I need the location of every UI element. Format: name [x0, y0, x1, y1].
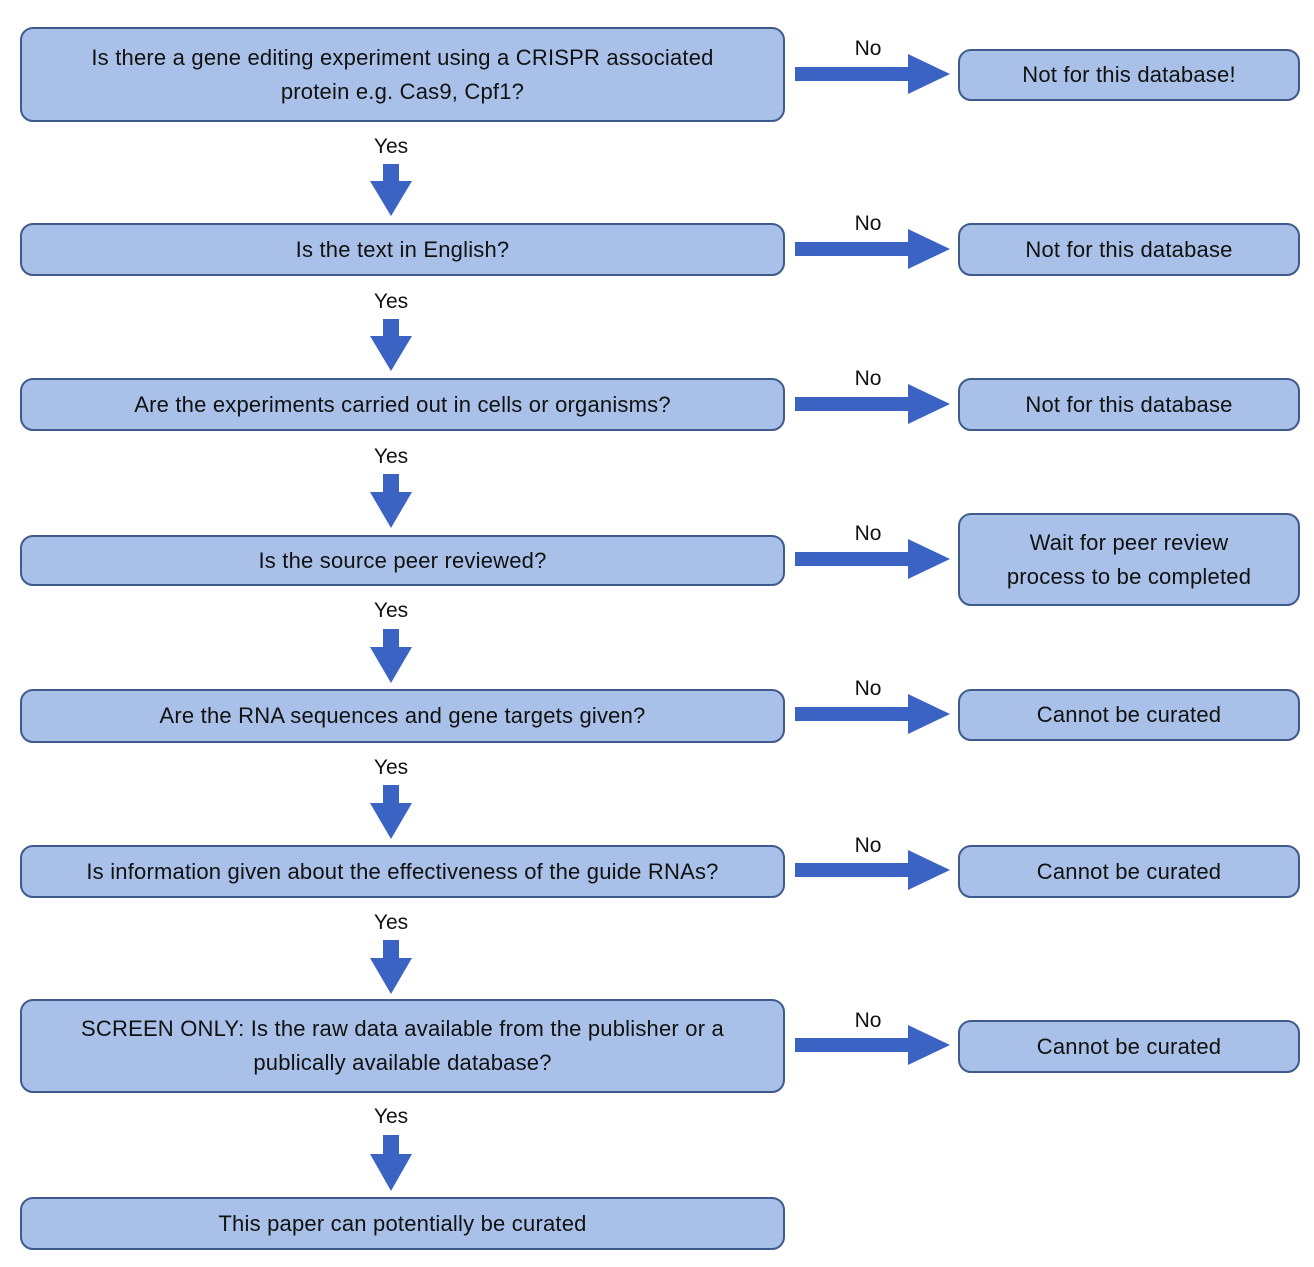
question-box-4: Is the source peer reviewed? [20, 535, 785, 586]
question-box-5: Are the RNA sequences and gene targets g… [20, 689, 785, 743]
no-arrow-6 [795, 850, 950, 890]
yes-arrow-2 [370, 319, 412, 371]
question-3-text: Are the experiments carried out in cells… [134, 391, 671, 417]
outcome-6-text: Cannot be curated [1036, 858, 1222, 884]
yes-label-7: Yes [373, 1105, 409, 1128]
outcome-5-text: Cannot be curated [1036, 702, 1222, 727]
no-arrow-3 [795, 384, 950, 424]
no-label-4: No [854, 522, 882, 545]
final-box: This paper can potentially be curated [20, 1197, 785, 1250]
no-arrow-2 [795, 229, 950, 269]
outcome-box-5: Cannot be curated [958, 689, 1300, 741]
no-label-2: No [854, 212, 882, 235]
question-box-2: Is the text in English? [20, 223, 785, 276]
yes-label-5: Yes [373, 756, 409, 779]
yes-label-2: Yes [373, 290, 409, 313]
question-box-6: Is information given about the effective… [20, 845, 785, 898]
question-text-7: SCREEN ONLY: Is the raw data available f… [81, 1012, 724, 1080]
yes-arrow-6 [370, 940, 412, 994]
outcome-box-6: Cannot be curated [958, 845, 1300, 898]
question-4-text: Is the source peer reviewed? [258, 547, 547, 573]
outcome-1-text: Not for this database! [1022, 62, 1236, 87]
yes-label-4: Yes [373, 599, 409, 622]
yes-arrow-5 [370, 785, 412, 839]
yes-arrow-1 [370, 164, 412, 216]
no-label-6: No [854, 834, 882, 857]
yes-arrow-3 [370, 474, 412, 528]
final-text: This paper can potentially be curated [218, 1210, 587, 1236]
no-arrow-1 [795, 54, 950, 94]
yes-label-6: Yes [373, 911, 409, 934]
outcome-box-1: Not for this database! [958, 49, 1300, 101]
no-arrow-4 [795, 539, 950, 579]
question-1-line-2: protein e.g. Cas9, Cpf1? [280, 78, 525, 104]
no-label-7: No [854, 1009, 882, 1032]
question-7-line-2: publically available database? [253, 1050, 552, 1075]
question-5-text: Are the RNA sequences and gene targets g… [159, 703, 646, 728]
outcome-2-text: Not for this database [1025, 236, 1233, 262]
outcome-3-text: Not for this database [1025, 391, 1233, 417]
question-7-line-1: SCREEN ONLY: Is the raw data available f… [81, 1016, 724, 1041]
yes-arrow-4 [370, 629, 412, 683]
outcome-box-3: Not for this database [958, 378, 1300, 431]
outcome-4-line-2: process to be completed [1006, 563, 1252, 589]
outcome-4-text: Wait for peer review process to be compl… [1007, 526, 1251, 594]
yes-label-3: Yes [373, 445, 409, 468]
question-2-text: Is the text in English? [295, 236, 510, 262]
outcome-box-4: Wait for peer review process to be compl… [958, 513, 1300, 606]
question-box-7: SCREEN ONLY: Is the raw data available f… [20, 999, 785, 1093]
yes-arrow-7 [370, 1135, 412, 1191]
no-arrow-5 [795, 694, 950, 734]
outcome-7-text: Cannot be curated [1036, 1033, 1222, 1059]
no-label-3: No [854, 367, 882, 390]
question-box-3: Are the experiments carried out in cells… [20, 378, 785, 431]
question-6-text: Is information given about the effective… [86, 858, 719, 884]
outcome-box-7: Cannot be curated [958, 1020, 1300, 1073]
outcome-box-2: Not for this database [958, 223, 1300, 276]
no-label-1: No [854, 37, 882, 60]
question-text-1: Is there a gene editing experiment using… [91, 41, 713, 109]
question-box-1: Is there a gene editing experiment using… [20, 27, 785, 122]
no-label-5: No [854, 677, 882, 700]
no-arrow-7 [795, 1025, 950, 1065]
outcome-4-line-1: Wait for peer review [1029, 529, 1229, 555]
yes-label-1: Yes [373, 135, 409, 158]
question-1-line-1: Is there a gene editing experiment using… [91, 44, 714, 70]
